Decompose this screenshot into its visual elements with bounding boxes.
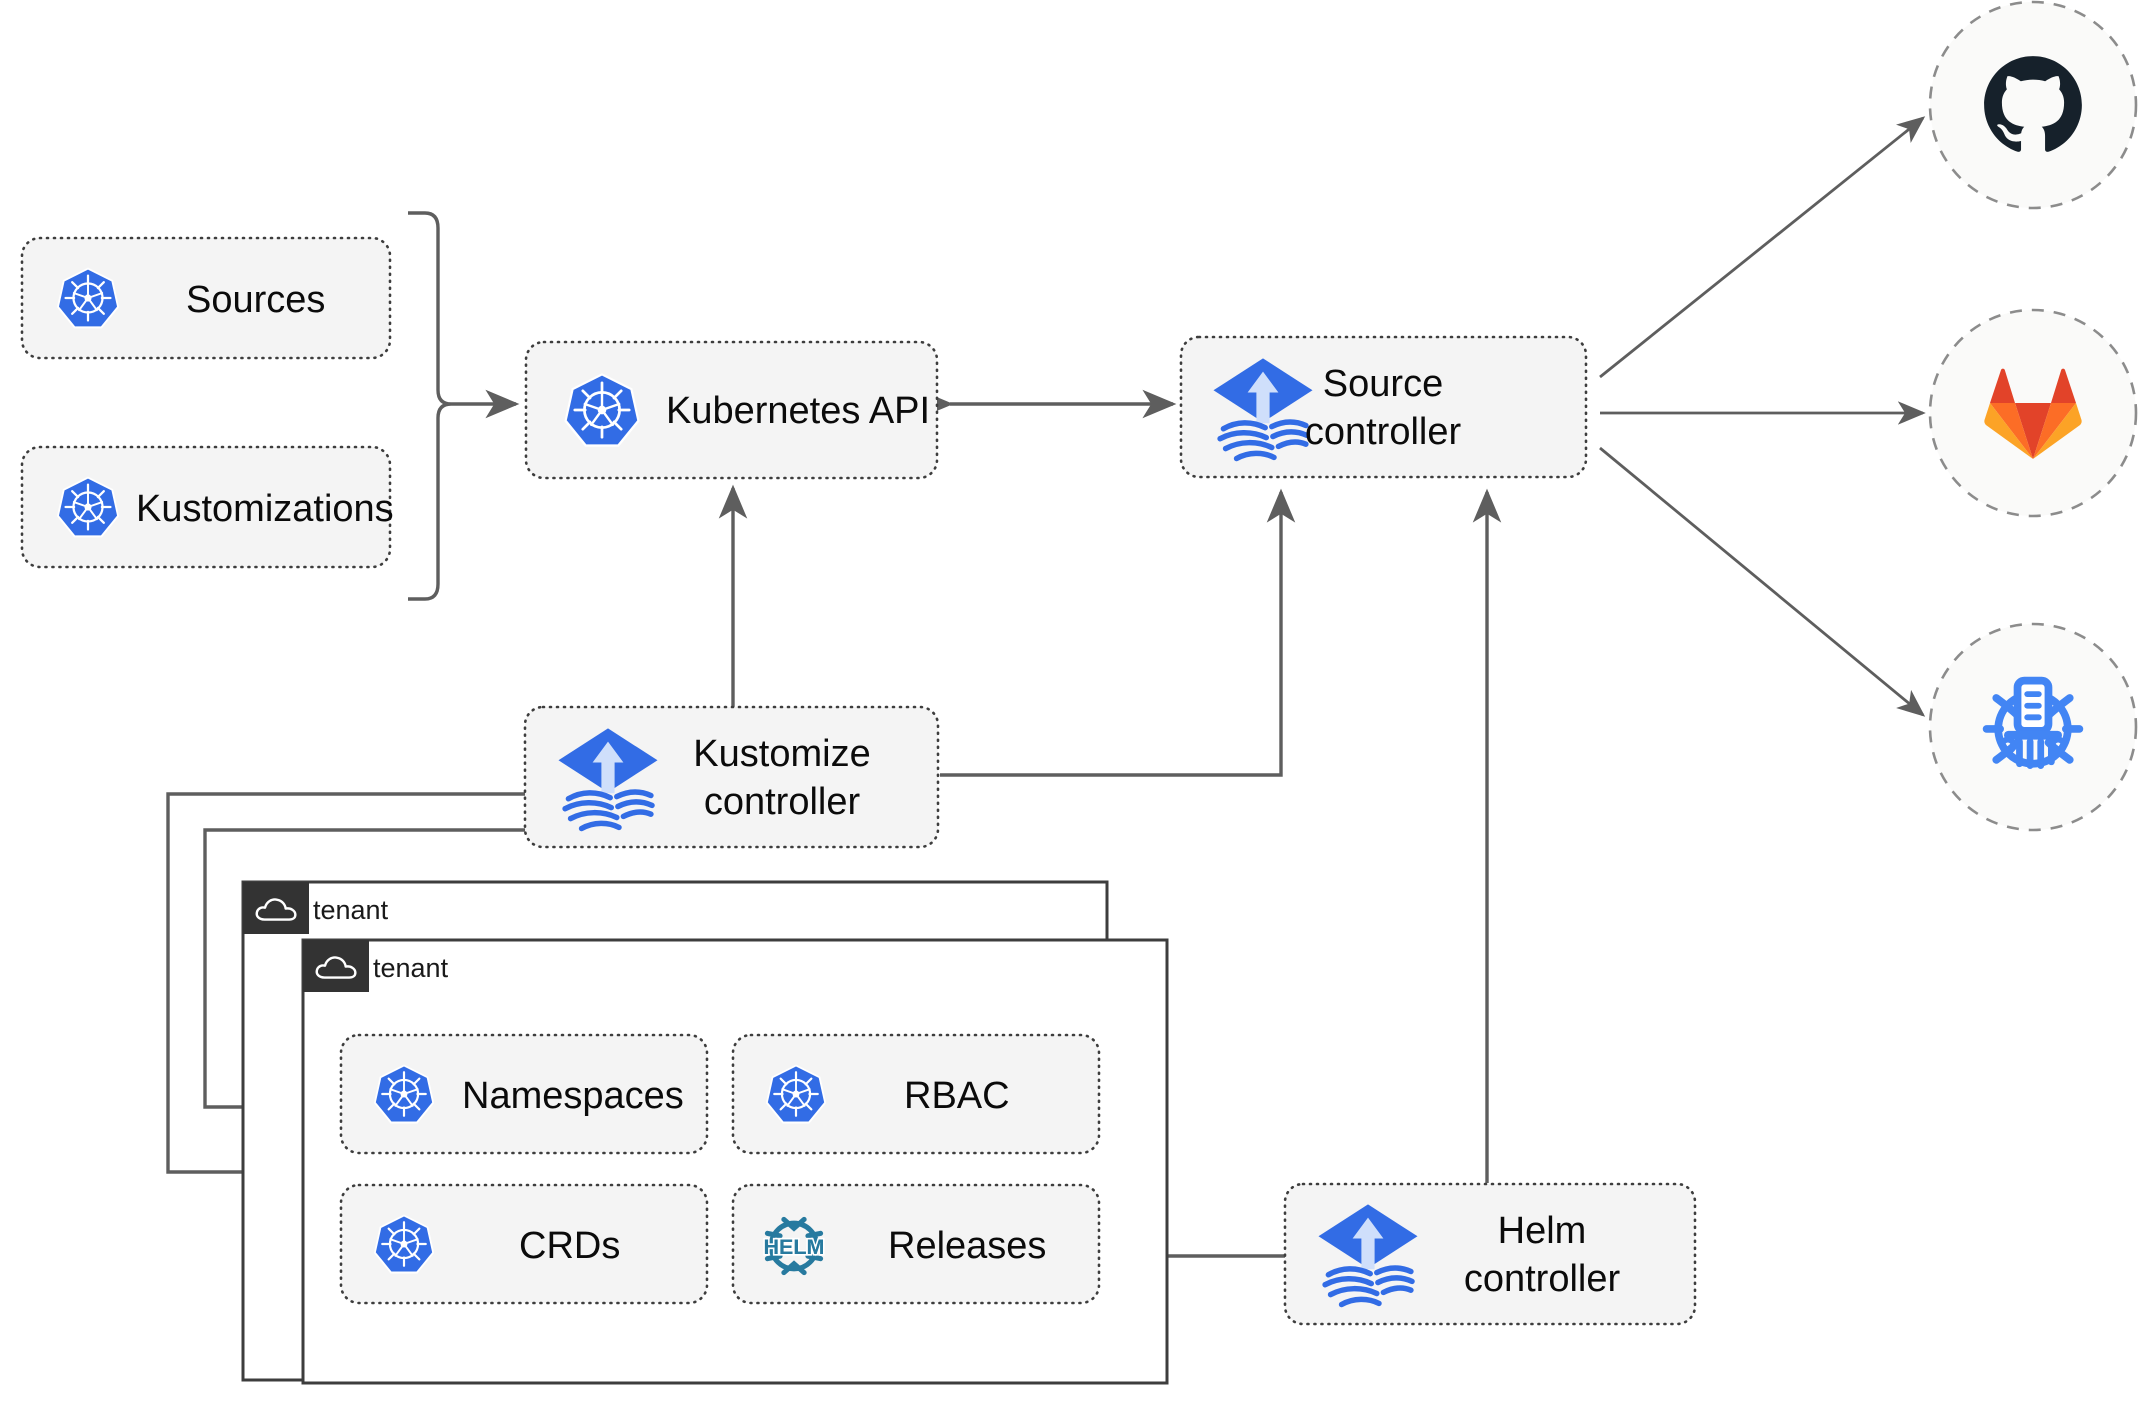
node-helm-controller-label-line2: controller [1464,1258,1621,1300]
tenant-back-label: tenant [313,895,389,925]
resource-sources-label: Sources [186,279,325,321]
node-kustomize-controller-label-line2: controller [704,781,861,823]
resource-sources[interactable]: Sources [20,236,392,360]
bracket-sources-group [408,211,452,601]
arrow-source-controller-to-harbor [1599,446,1926,717]
node-kustomize-controller[interactable]: Kustomize controller [523,705,940,849]
tenant-resource-crds[interactable]: CRDs [339,1183,709,1305]
tenant-window-front[interactable]: tenant [301,938,1169,1385]
arrow-kustomize-controller-to-source-controller [940,488,1296,777]
tenant-resource-releases-label: Releases [888,1225,1046,1267]
tenant-resource-namespaces[interactable]: Namespaces [339,1033,709,1155]
provider-github[interactable] [1928,0,2138,210]
tenant-front-label: tenant [373,953,449,983]
node-helm-controller[interactable]: Helm controller [1283,1182,1697,1326]
provider-gitlab[interactable] [1928,308,2138,518]
node-kubernetes-api-label: Kubernetes API [666,390,930,432]
resource-kustomizations[interactable]: Kustomizations [20,445,394,569]
tenant-resource-crds-label: CRDs [519,1225,620,1267]
arrow-kustomize-controller-to-tenant-back [166,792,525,1187]
node-kustomize-controller-label-line1: Kustomize [693,733,870,775]
provider-harbor[interactable] [1928,622,2138,832]
node-source-controller[interactable]: Source controller [1179,335,1588,479]
node-source-controller-label-line1: Source [1323,363,1443,405]
node-helm-controller-label-line1: Helm [1498,1210,1587,1252]
tenant-resource-namespaces-label: Namespaces [462,1075,684,1117]
node-kubernetes-api[interactable]: Kubernetes API [524,340,939,480]
arrow-source-controller-to-github [1599,116,1926,379]
resource-kustomizations-label: Kustomizations [136,488,394,530]
node-source-controller-label-line2: controller [1305,411,1462,453]
tenant-resource-rbac[interactable]: RBAC [731,1033,1101,1155]
tenant-resource-rbac-label: RBAC [904,1075,1010,1117]
tenant-resource-releases[interactable]: Releases [731,1183,1101,1305]
